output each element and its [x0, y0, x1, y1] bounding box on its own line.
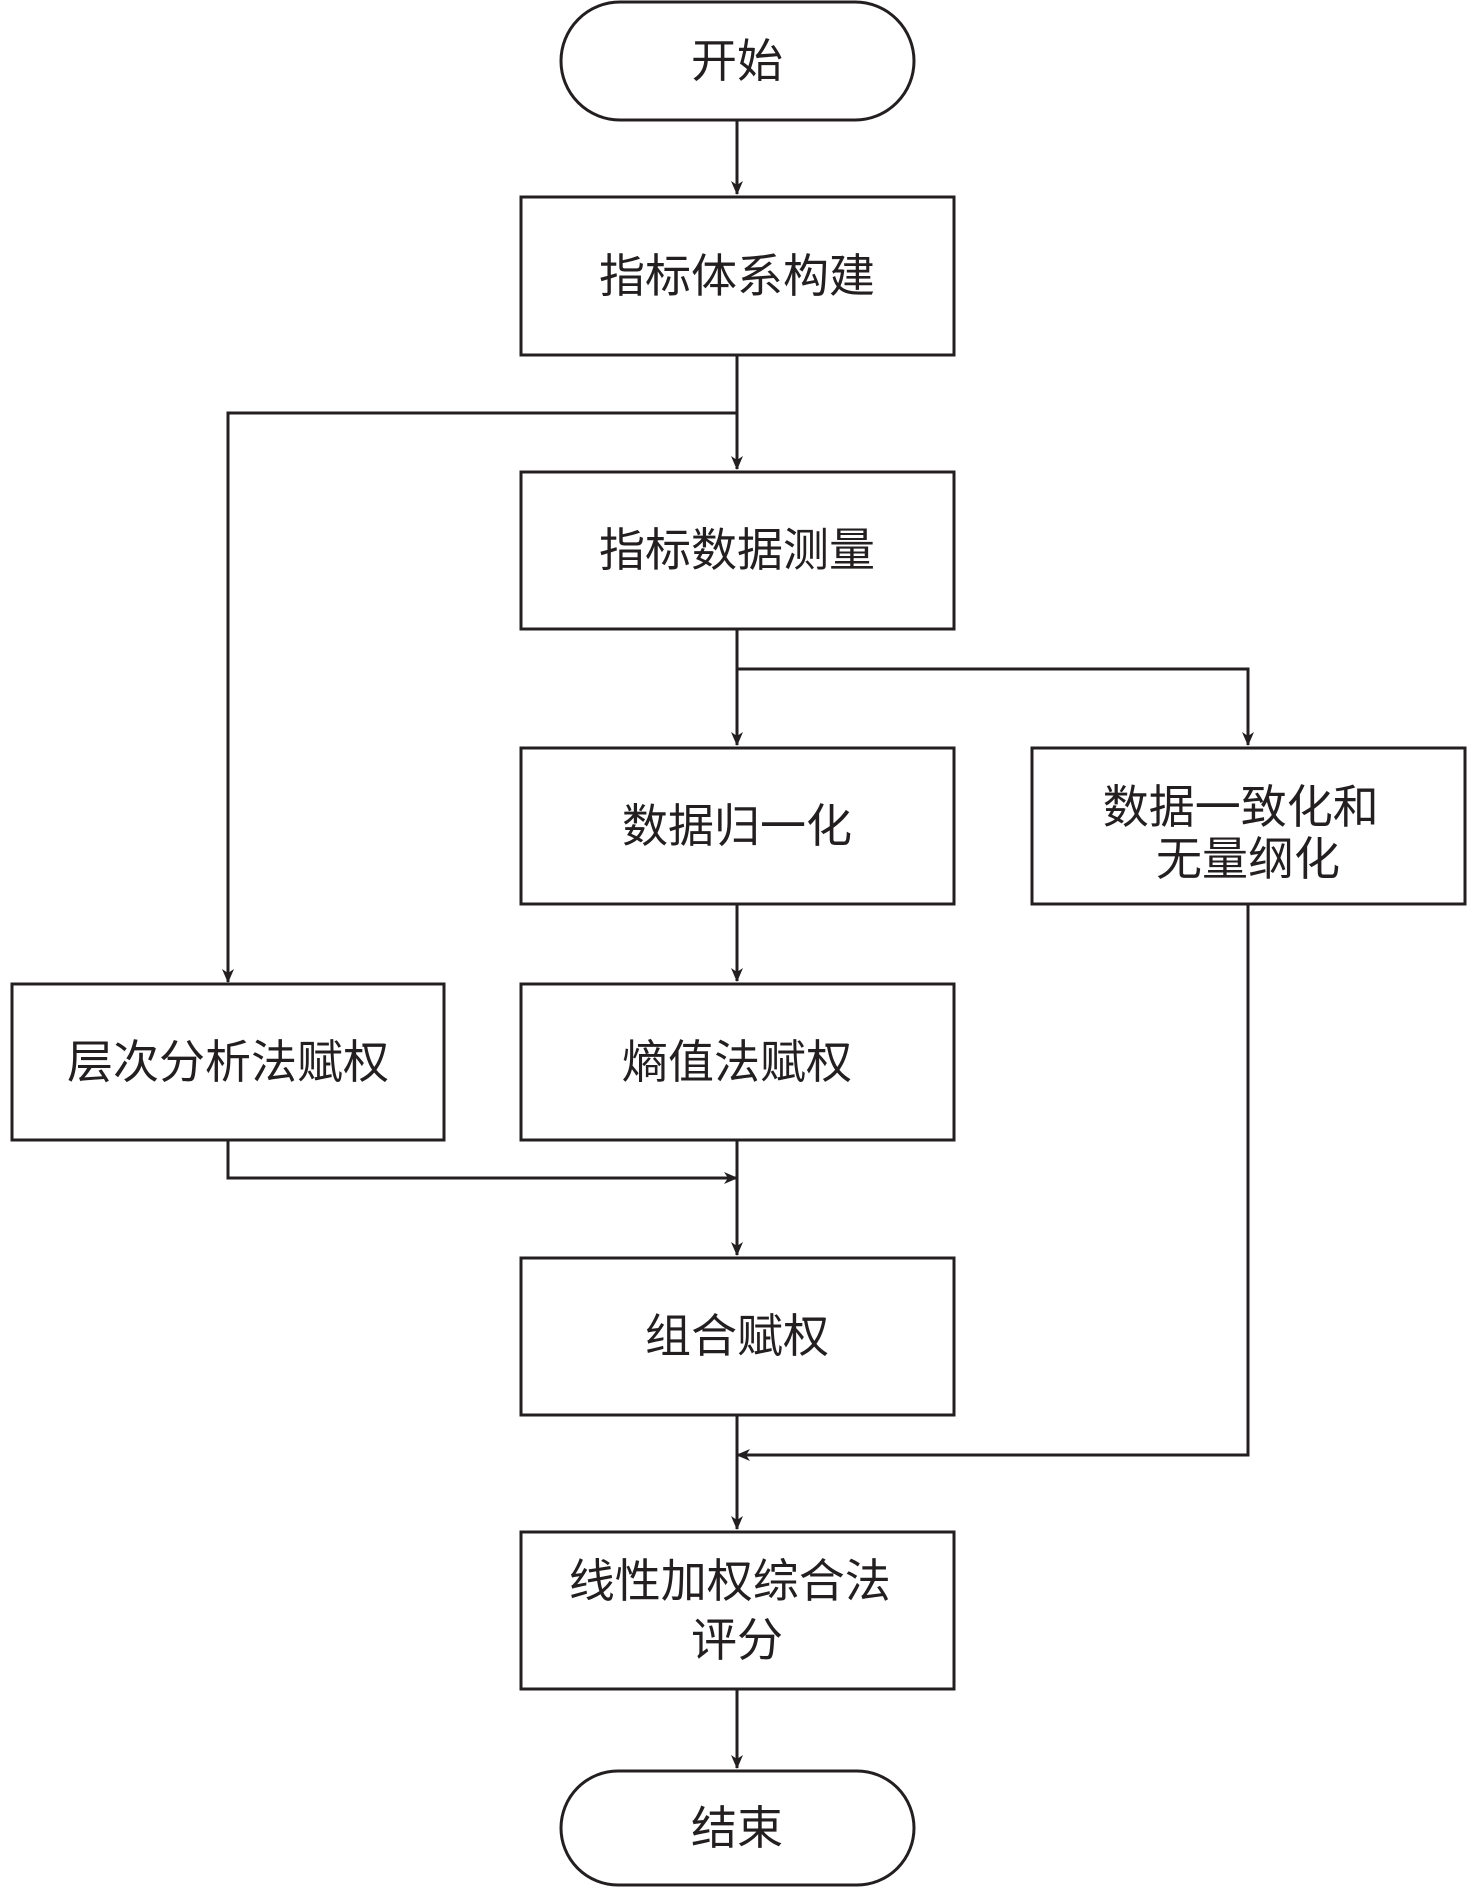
node-end: 结束 — [559, 1769, 916, 1887]
end-terminal — [559, 1769, 916, 1887]
node-score: 线性加权综合法 评分 — [519, 1530, 956, 1691]
consistency-box — [1030, 746, 1467, 906]
node-ahp: 层次分析法赋权 — [10, 982, 446, 1142]
normalize-label: 数据归一化 — [622, 799, 852, 853]
node-measure: 指标数据测量 — [519, 470, 956, 631]
edge-ahp-to-combine — [226, 1140, 738, 1184]
entropy-box — [519, 982, 956, 1142]
node-index-build: 指标体系构建 — [519, 195, 956, 357]
index-build-label: 指标体系构建 — [599, 249, 875, 303]
edges — [222, 120, 1254, 1769]
nodes: 开始 指标体系构建 指标数据测量 数据归一化 数据一致化和 无量 — [10, 0, 1467, 1887]
measure-box — [519, 470, 956, 631]
measure-label: 指标数据测量 — [599, 523, 875, 577]
ahp-label: 层次分析法赋权 — [67, 1035, 389, 1089]
start-terminal — [559, 0, 916, 122]
score-box — [519, 1530, 956, 1691]
entropy-label: 熵值法赋权 — [622, 1035, 852, 1089]
combine-label: 组合赋权 — [645, 1309, 829, 1363]
node-combine: 组合赋权 — [519, 1256, 956, 1417]
end-label: 结束 — [691, 1801, 783, 1855]
edge-measure-to-consistency — [737, 667, 1254, 746]
normalize-box — [519, 746, 956, 906]
node-entropy: 熵值法赋权 — [519, 982, 956, 1142]
consistency-label: 数据一致化和 无量纲化 — [1103, 764, 1394, 886]
node-consistency: 数据一致化和 无量纲化 — [1030, 746, 1467, 906]
ahp-box — [10, 982, 446, 1142]
score-label: 线性加权综合法 评分 — [569, 1538, 906, 1667]
edge-consistency-to-score — [736, 904, 1250, 1461]
combine-box — [519, 1256, 956, 1417]
node-normalize: 数据归一化 — [519, 746, 956, 906]
edge-index-build-to-ahp — [222, 411, 737, 983]
start-label: 开始 — [691, 34, 783, 88]
index-build-box — [519, 195, 956, 357]
node-start: 开始 — [559, 0, 916, 122]
